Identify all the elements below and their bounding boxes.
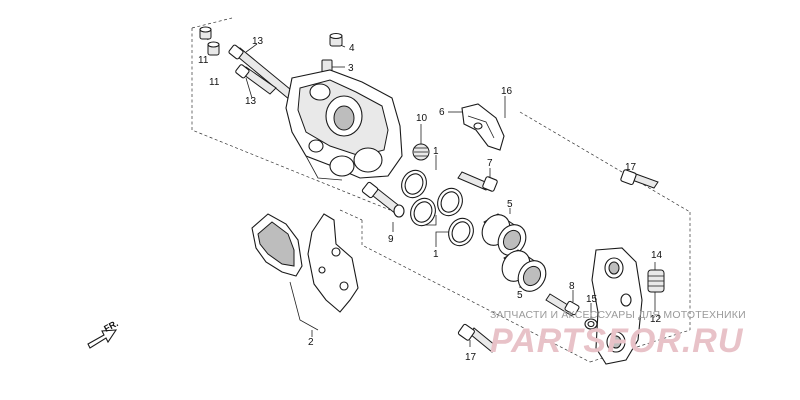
bolt-7 bbox=[457, 171, 498, 192]
callout-15: 15 bbox=[586, 294, 598, 305]
piston-seals-1 bbox=[401, 169, 474, 247]
pin-8 bbox=[545, 293, 580, 317]
watermark: ЗАПЧАСТИ И АКСЕССУАРЫ ДЛЯ МОТОТЕХНИКИ PA… bbox=[490, 309, 746, 360]
callout-9: 9 bbox=[388, 234, 394, 245]
callout-4: 4 bbox=[349, 43, 355, 54]
caliper-bracket-12 bbox=[591, 247, 643, 365]
callout-12: 12 bbox=[650, 314, 662, 325]
callout-1-upper: 1 bbox=[433, 146, 439, 157]
callout-10: 10 bbox=[416, 113, 428, 124]
brake-pad-outer bbox=[307, 213, 359, 313]
bolt-17-upper bbox=[620, 169, 659, 189]
callout-13-lower: 13 bbox=[245, 96, 257, 107]
callout-1-lower: 1 bbox=[433, 249, 439, 260]
callout-3: 3 bbox=[348, 63, 354, 74]
watermark-caption: ЗАПЧАСТИ И АКСЕССУАРЫ ДЛЯ МОТОТЕХНИКИ bbox=[490, 309, 746, 321]
callout-13-upper: 13 bbox=[252, 36, 264, 47]
callout-11-lower: 11 bbox=[209, 77, 220, 88]
front-label: FR. bbox=[102, 318, 119, 334]
boot-10 bbox=[412, 143, 430, 161]
callout-6: 6 bbox=[439, 107, 445, 118]
bolt-17-lower bbox=[457, 323, 497, 353]
pin-13-lower bbox=[235, 64, 277, 95]
front-direction-indicator: FR. bbox=[87, 318, 120, 349]
watermark-brand: PARTSFOR.RU bbox=[490, 322, 744, 360]
caliper-body bbox=[285, 69, 403, 181]
callout-5-lower: 5 bbox=[517, 290, 523, 301]
bleeder-cap-4 bbox=[329, 32, 343, 47]
boot-14 bbox=[647, 269, 665, 293]
front-arrow-icon bbox=[87, 329, 118, 349]
piston-5-upper bbox=[481, 213, 527, 256]
pad-spring-6 bbox=[461, 103, 505, 151]
brake-pad-inner bbox=[251, 213, 303, 277]
callout-17-lower: 17 bbox=[465, 352, 477, 363]
callout-16: 16 bbox=[501, 86, 513, 97]
callout-7: 7 bbox=[487, 158, 493, 169]
pin-bolt-9 bbox=[361, 181, 405, 218]
callout-11-upper: 11 bbox=[198, 55, 209, 66]
callout-2: 2 bbox=[308, 337, 314, 348]
callout-5-upper: 5 bbox=[507, 199, 513, 210]
washer-15 bbox=[584, 318, 598, 330]
cap-11-upper bbox=[199, 26, 212, 40]
callout-14: 14 bbox=[651, 250, 663, 261]
callout-8: 8 bbox=[569, 281, 575, 292]
cap-11-lower bbox=[207, 41, 220, 56]
callout-17-upper: 17 bbox=[625, 162, 637, 173]
piston-5-lower bbox=[501, 249, 547, 292]
callouts: 11 11 13 13 4 3 16 6 10 1 7 9 1 5 5 8 15… bbox=[198, 36, 663, 363]
